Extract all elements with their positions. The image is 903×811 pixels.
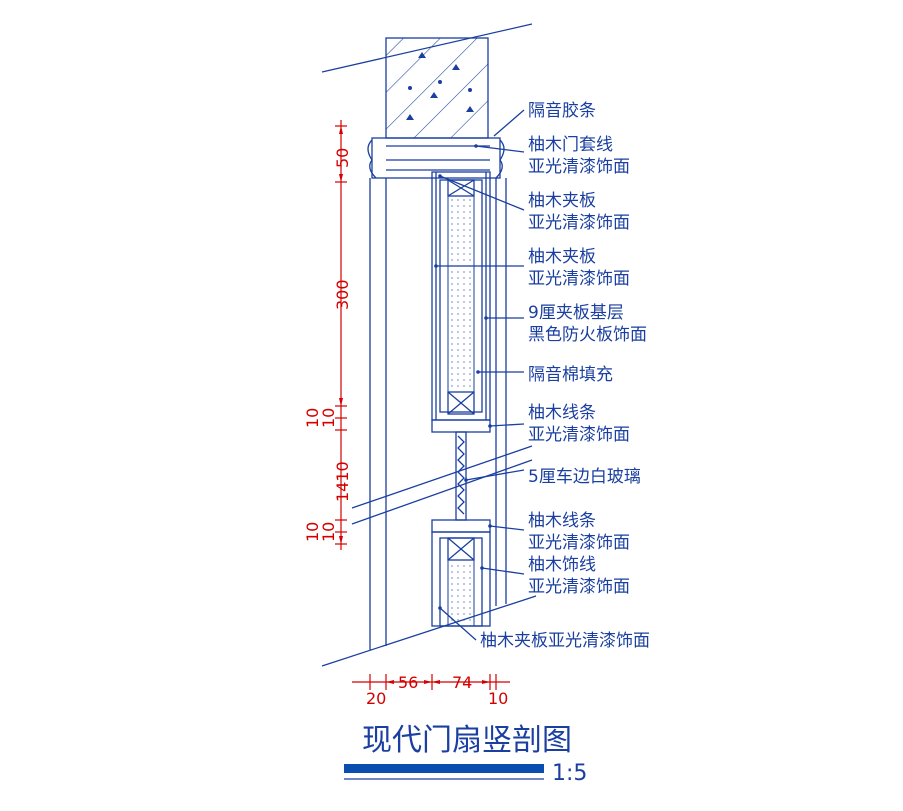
label-fireproof-board: 黑色防火板饰面 [528, 325, 647, 345]
middle-break-line [351, 445, 533, 525]
bottom-break-line [321, 595, 537, 667]
vertical-dimensions: 50 300 10 10 1410 10 10 [303, 120, 352, 550]
dim-1410: 1410 [333, 461, 352, 502]
label-glass: 5厘车边白玻璃 [528, 467, 641, 487]
dim-20: 20 [366, 689, 386, 708]
dim-10-e: 10 [488, 689, 508, 708]
label-teak-moulding-2: 柚木线条 [528, 511, 596, 531]
label-teak-moulding-1: 柚木线条 [528, 403, 596, 423]
dim-74: 74 [452, 673, 472, 692]
label-plywood-base: 9厘夹板基层 [528, 303, 624, 323]
label-finish-5: 亚光清漆饰面 [528, 533, 630, 553]
upper-door-panel [431, 171, 491, 421]
scale-bar [344, 764, 544, 773]
drawing-title: 现代门扇竖剖图 [362, 723, 572, 758]
dim-10-a: 10 [303, 408, 322, 428]
label-teak-plywood-2: 柚木夹板 [528, 247, 596, 267]
wall-lines [369, 178, 507, 650]
horizontal-dimensions: 20 56 74 10 [352, 673, 510, 708]
dim-50: 50 [333, 148, 352, 168]
dim-10-d: 10 [319, 522, 338, 542]
label-sound-insulation: 隔音棉填充 [528, 365, 613, 385]
label-seal-strip: 隔音胶条 [528, 101, 596, 121]
label-finish-3: 亚光清漆饰面 [528, 269, 630, 289]
label-teak-trim: 柚木饰线 [528, 555, 596, 575]
drawing-scale: 1:5 [552, 761, 587, 786]
label-teak-plywood-1: 柚木夹板 [528, 191, 596, 211]
label-teak-architrave: 柚木门套线 [528, 135, 613, 155]
label-teak-plywood-finish: 柚木夹板亚光清漆饰面 [480, 631, 650, 651]
label-finish-4: 亚光清漆饰面 [528, 425, 630, 445]
label-finish-1: 亚光清漆饰面 [528, 157, 630, 177]
dim-300: 300 [333, 279, 352, 310]
dim-10-b: 10 [319, 408, 338, 428]
leader-lines [434, 109, 525, 641]
label-finish-2: 亚光清漆饰面 [528, 213, 630, 233]
callout-labels: 隔音胶条 柚木门套线 亚光清漆饰面 柚木夹板 亚光清漆饰面 柚木夹板 亚光清漆饰… [480, 101, 650, 651]
dim-10-c: 10 [303, 522, 322, 542]
label-finish-6: 亚光清漆饰面 [528, 577, 630, 597]
glass-section [431, 419, 491, 533]
title-block: 现代门扇竖剖图 1:5 [344, 723, 587, 786]
concrete-lintel [385, 37, 489, 139]
lower-door-panel [431, 531, 491, 627]
dim-56: 56 [398, 673, 418, 692]
